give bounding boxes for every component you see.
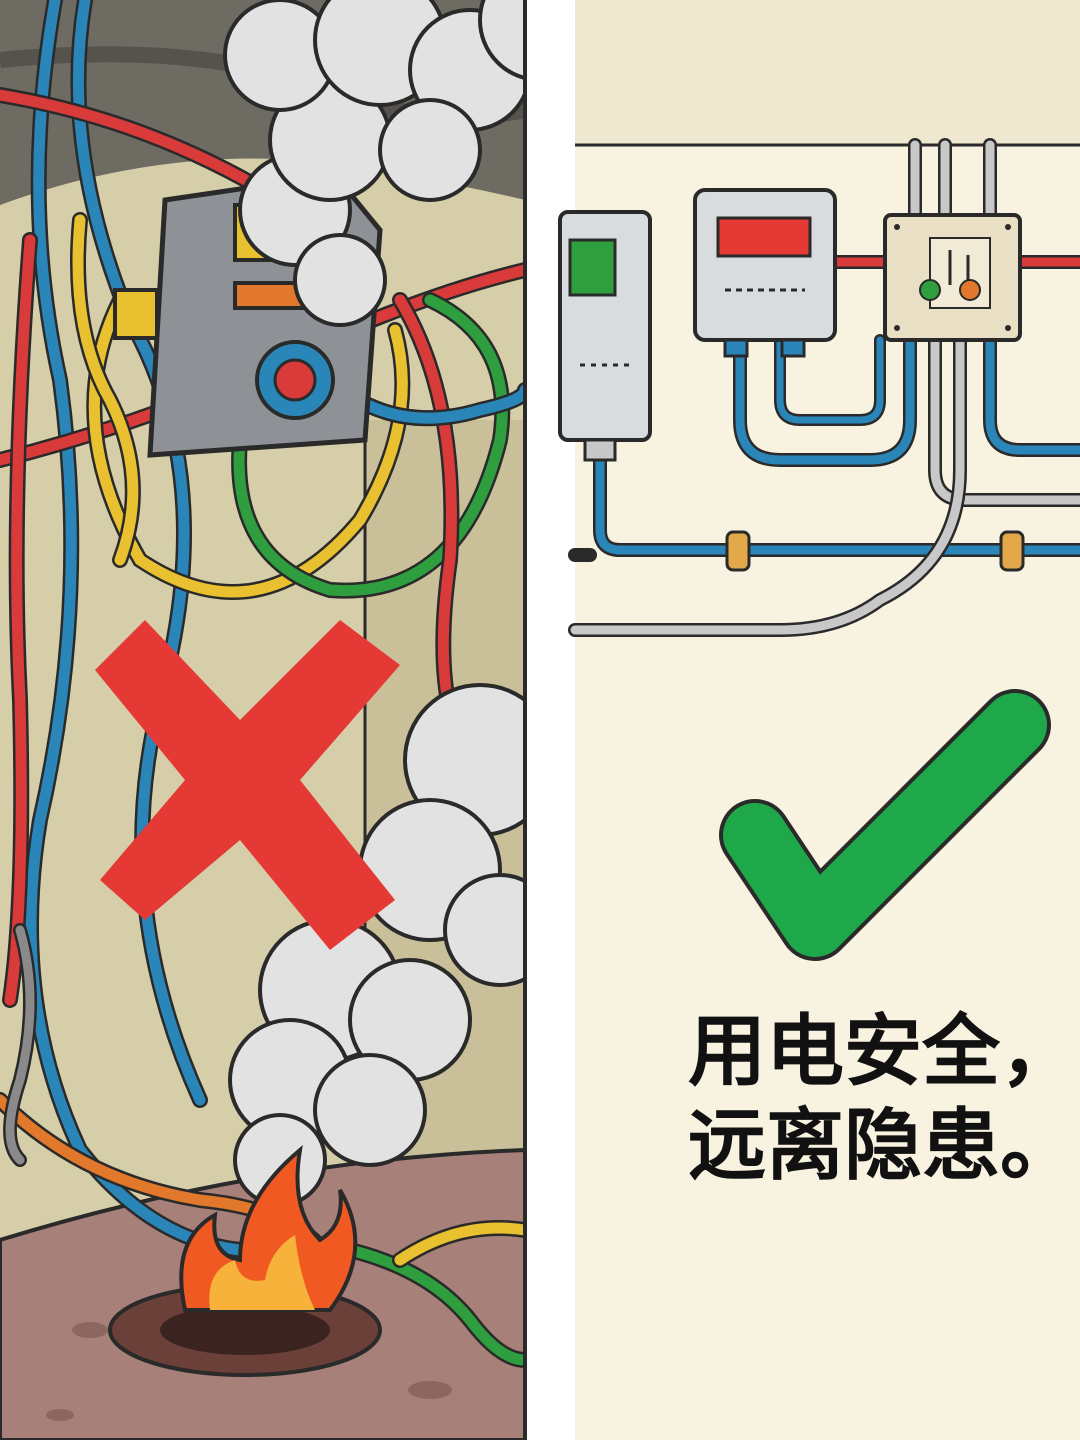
slogan-line-2: 远离隐患。 (688, 1101, 1079, 1191)
safe-wiring-panel (558, 0, 1080, 1440)
electric-meter-left (558, 210, 652, 462)
switch-box (883, 213, 1022, 342)
unsafe-wiring-panel (0, 0, 602, 1440)
fire-icon (179, 1145, 358, 1312)
red-cross-icon (95, 620, 400, 950)
electric-meter-middle (693, 188, 837, 358)
green-check-icon (719, 689, 1051, 961)
smoke-cloud-lower (228, 683, 557, 1207)
safety-slogan: 用电安全， 远离隐患。 (688, 1005, 1079, 1193)
slogan-line-1: 用电安全， (688, 1007, 1079, 1097)
